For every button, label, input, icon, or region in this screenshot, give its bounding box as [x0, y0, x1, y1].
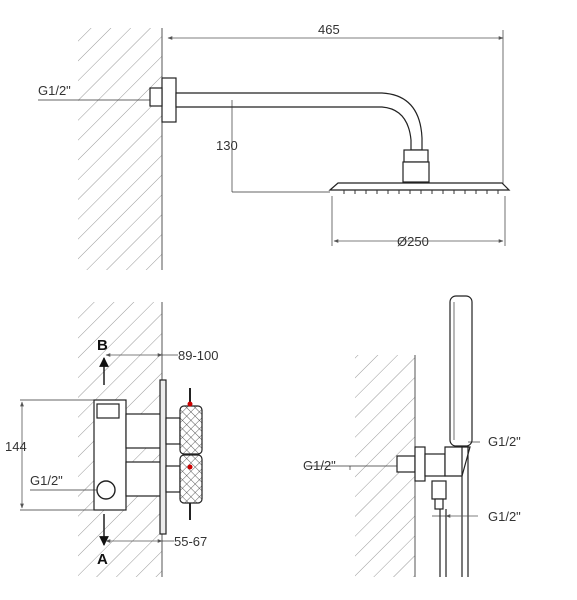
- label-arm-drop: 130: [216, 138, 238, 153]
- cover-plate: [159, 379, 167, 535]
- lower-handle-stem: [165, 465, 181, 493]
- lower-knurled-handle[interactable]: [179, 454, 203, 504]
- label-thread-holder-out-top: G1/2": [488, 434, 521, 449]
- hose-connector: [431, 480, 447, 500]
- upper-cartridge: [125, 413, 163, 449]
- label-arm-length: 465: [318, 22, 340, 37]
- wall-flange: [161, 77, 177, 123]
- label-valve-depth: 89-100: [178, 348, 218, 363]
- holder-inlet-thread: [396, 455, 416, 473]
- wall-hatch: [78, 28, 162, 270]
- hose-nut: [434, 498, 444, 510]
- arm-inlet-thread: [149, 87, 163, 107]
- lower-indicator-dot: [187, 464, 193, 470]
- label-head-diameter: Ø250: [397, 234, 429, 249]
- shower-arm: [175, 92, 423, 151]
- label-valve-height: 144: [5, 439, 27, 454]
- valve-top-port: [96, 403, 120, 419]
- label-valve-protrusion: 55-67: [174, 534, 207, 549]
- holder-body: [424, 453, 446, 477]
- shower-arm-view: 465 G1/2" 130 Ø250: [38, 22, 511, 270]
- holder-cradle: [444, 446, 471, 477]
- upper-indicator-dot: [187, 401, 193, 407]
- upper-knurled-handle[interactable]: [179, 405, 203, 455]
- label-thread-holder-out-bottom: G1/2": [488, 509, 521, 524]
- label-thread-holder-in: G1/2": [303, 458, 336, 473]
- arm-connector: [403, 149, 429, 163]
- holder-flange: [414, 446, 426, 482]
- hand-shower-view: G1/2" G1/2" G1/2": [303, 295, 521, 577]
- lower-cartridge: [125, 461, 163, 497]
- valve-inlet-port: [96, 480, 116, 500]
- upper-handle-stem: [165, 417, 181, 445]
- label-thread-arm: G1/2": [38, 83, 71, 98]
- label-thread-valve: G1/2": [30, 473, 63, 488]
- valve-view: B 89-100 144 G1/2" A 55: [5, 302, 218, 577]
- ball-joint: [402, 161, 430, 183]
- label-outlet-b: B: [97, 337, 108, 354]
- shower-head: [328, 182, 511, 191]
- nozzle-row: [343, 190, 499, 194]
- label-outlet-a: A: [97, 551, 108, 568]
- hand-shower[interactable]: [449, 295, 473, 447]
